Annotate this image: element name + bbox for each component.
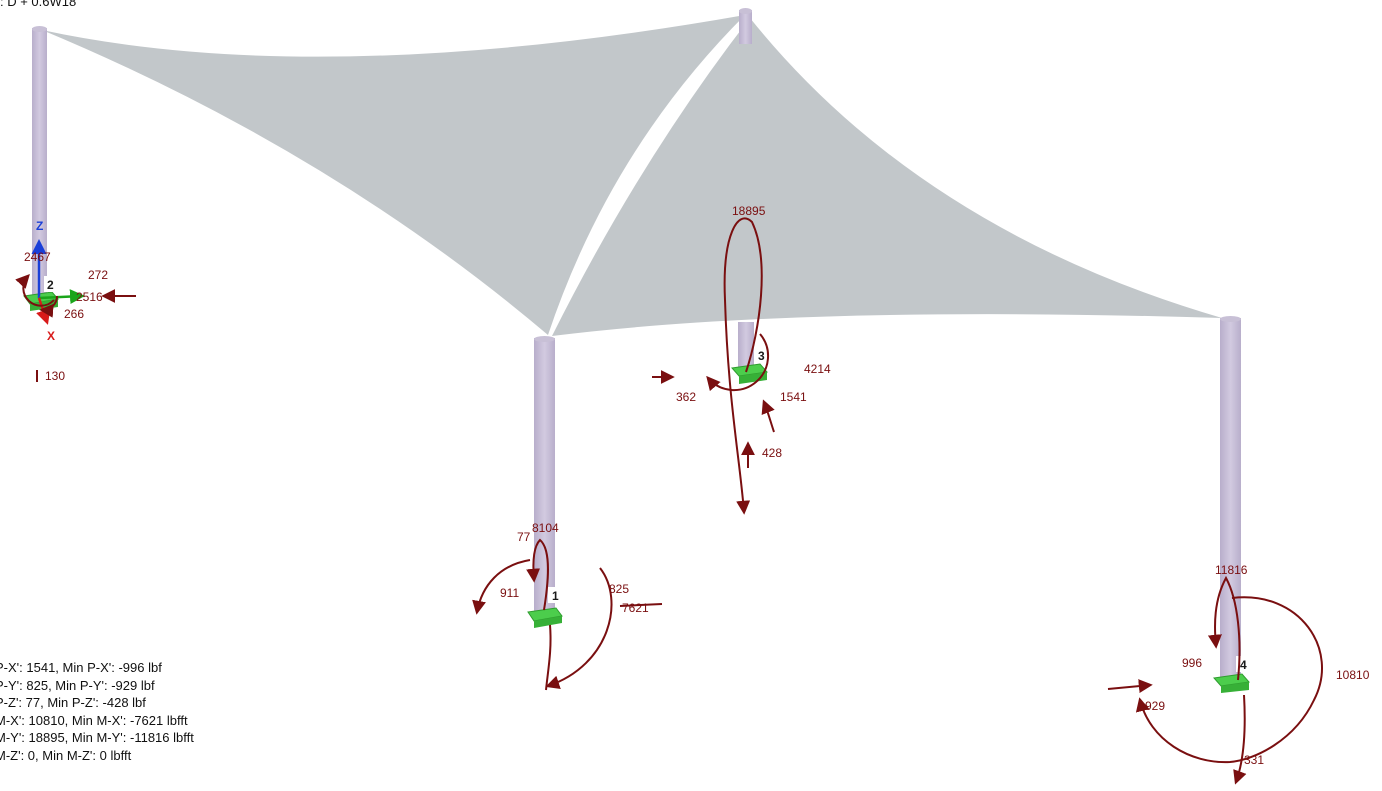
reaction-label-n3-c: 362 (676, 390, 696, 404)
reaction-label-n2-a: 2467 (24, 250, 51, 264)
node-2-tag[interactable]: 2 (44, 276, 59, 292)
reaction-label-n4-c: 10810 (1336, 668, 1370, 682)
axis-triad: Z X (31, 219, 85, 343)
z-axis-label: Z (36, 219, 43, 233)
reaction-label-n2-e: 130 (45, 369, 65, 383)
node-1-label: 1 (552, 589, 559, 603)
column-top-node-1 (534, 336, 555, 342)
node-3-tag[interactable]: 3 (754, 347, 769, 363)
load-case-title: : D + 0.6W18 (0, 0, 77, 9)
column-top-node-2 (32, 26, 47, 32)
summary-mx: M-X': 10810, Min M-X': -7621 lbfft (0, 712, 188, 728)
reactions-node-4 (1107, 575, 1323, 785)
reaction-label-n1-c: 911 (500, 586, 519, 600)
summary-px: P-X': 1541, Min P-X': -996 lbf (0, 660, 162, 675)
reaction-label-n4-a: 11816 (1215, 563, 1248, 577)
summary-py: P-Y': 825, Min P-Y': -929 lbf (0, 677, 155, 693)
column-node-4[interactable] (1220, 318, 1241, 678)
column-node-top-center[interactable] (739, 10, 752, 44)
column-node-2[interactable] (32, 28, 47, 296)
canopy-sail-right (552, 18, 1222, 336)
reaction-label-n2-c: 2516 (76, 290, 103, 304)
support-base-node-3[interactable] (731, 363, 768, 384)
reaction-label-n1-d: 825 (609, 582, 629, 596)
column-node-1[interactable] (534, 338, 555, 613)
column-top-center (739, 8, 752, 14)
summary-mz: M-Z': 0, Min M-Z': 0 lbfft (0, 747, 132, 763)
support-base-node-4[interactable] (1213, 673, 1250, 693)
reactions-node-1 (472, 538, 663, 691)
reaction-label-n2-d: 266 (64, 307, 84, 321)
reaction-label-n3-b: 4214 (804, 362, 831, 376)
x-axis-label: X (47, 329, 55, 343)
column-top-node-4 (1220, 316, 1241, 322)
summary-my: M-Y': 18895, Min M-Y': -11816 lbfft (0, 730, 194, 746)
reaction-label-n2-b: 272 (88, 268, 108, 282)
reaction-label-n1-e: 7621 (622, 601, 649, 615)
reactions-node-2 (15, 273, 136, 382)
reaction-label-n1-a: 77 (517, 530, 531, 544)
node-1-tag[interactable]: 1 (548, 587, 563, 603)
node-2-label: 2 (47, 278, 54, 292)
reaction-label-n4-e: 331 (1244, 753, 1264, 767)
canopy-sail-left (42, 15, 745, 335)
node-3-label: 3 (758, 349, 765, 363)
column-node-3[interactable] (738, 322, 754, 370)
node-4-label: 4 (1240, 658, 1247, 672)
reaction-label-n3-e: 428 (762, 446, 782, 460)
reactions-node-3 (652, 217, 775, 515)
reaction-label-n4-b: 996 (1182, 656, 1202, 670)
reaction-label-n3-a: 18895 (732, 204, 766, 218)
summary-pz: P-Z': 77, Min P-Z': -428 lbf (0, 695, 146, 711)
support-base-node-1[interactable] (527, 607, 563, 628)
reaction-label-n3-d: 1541 (780, 390, 807, 404)
reaction-label-n1-b: 8104 (532, 521, 559, 535)
reaction-label-n4-d: 929 (1145, 699, 1165, 713)
reaction-summary: P-X': 1541, Min P-X': -996 lbf P-Y': 825… (0, 659, 194, 765)
